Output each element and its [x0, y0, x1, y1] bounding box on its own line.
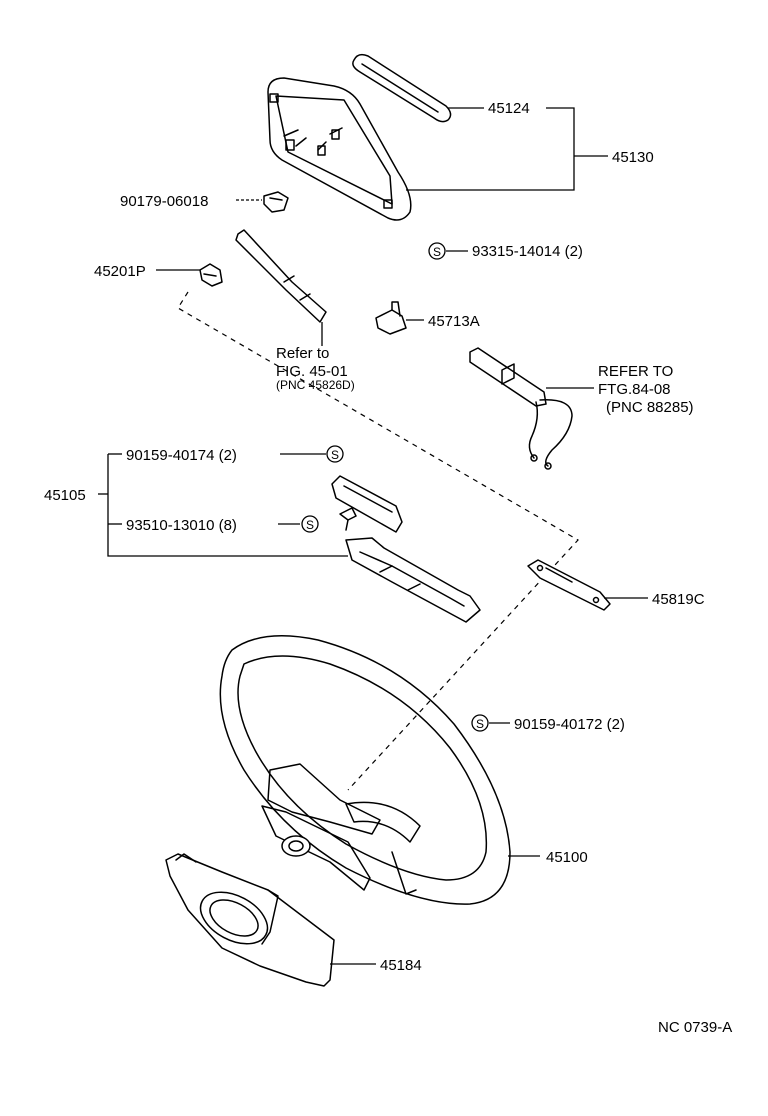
part-45105-plates — [331, 475, 481, 623]
part-45124-strip — [352, 53, 452, 123]
label-45201p: 45201P — [94, 263, 146, 280]
leader-45105-bracket — [107, 454, 348, 557]
svg-text:S: S — [331, 448, 339, 462]
label-45124: 45124 — [488, 100, 530, 117]
label-90179: 90179-06018 — [120, 193, 208, 210]
svg-text:S: S — [476, 717, 484, 731]
part-45201p-clip — [199, 263, 223, 287]
label-90159-172: 90159-40172 (2) — [514, 716, 625, 733]
label-refer-pnc: (PNC 45826D) — [276, 378, 355, 392]
leader-bracket-45130 — [406, 107, 575, 191]
s-mark-93510: S — [301, 515, 319, 533]
svg-text:S: S — [433, 245, 441, 259]
s-mark-90159-172: S — [471, 714, 489, 732]
label-45100: 45100 — [546, 849, 588, 866]
label-90159-174: 90159-40174 (2) — [126, 447, 237, 464]
label-93315: 93315-14014 (2) — [472, 243, 583, 260]
part-45100-steering-wheel — [219, 635, 511, 905]
label-refer-to-caps: REFER TO — [598, 363, 673, 380]
s-mark-93315: S — [428, 242, 446, 260]
label-93510: 93510-13010 (8) — [126, 517, 237, 534]
diagram-reference-code: NC 0739-A — [658, 1019, 732, 1036]
part-45713a-bracket — [375, 301, 407, 335]
label-45819c: 45819C — [652, 591, 705, 608]
part-90179-nut — [263, 191, 289, 213]
label-45713a: 45713A — [428, 313, 480, 330]
label-ftg-84-08: FTG.84-08 — [598, 381, 671, 398]
part-45819c-plate — [527, 559, 611, 611]
label-refer-to: Refer to — [276, 345, 329, 362]
dashed-assembly-line — [177, 291, 579, 791]
label-pnc-88285: (PNC 88285) — [606, 399, 694, 416]
part-45130-pad — [267, 77, 412, 221]
label-45105: 45105 — [44, 487, 86, 504]
label-45130: 45130 — [612, 149, 654, 166]
svg-text:S: S — [306, 518, 314, 532]
part-refer-rod — [235, 229, 327, 323]
s-mark-90159-174: S — [326, 445, 344, 463]
part-horn-harness — [469, 347, 573, 470]
part-45184-cover — [165, 853, 335, 987]
label-45184: 45184 — [380, 957, 422, 974]
